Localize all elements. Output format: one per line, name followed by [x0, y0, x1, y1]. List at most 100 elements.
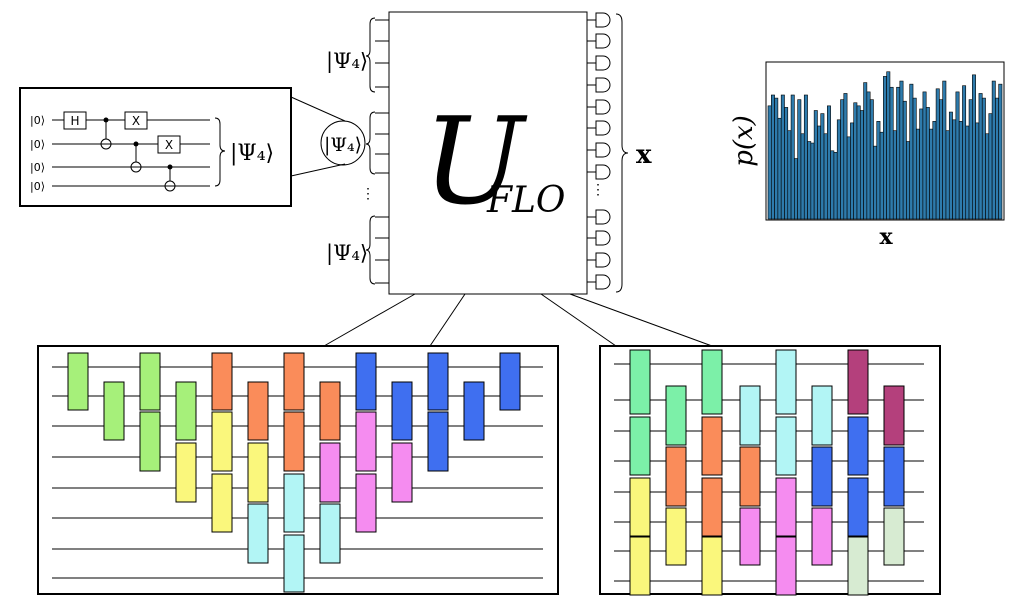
histogram-bar — [981, 97, 986, 220]
two-qubit-gate — [811, 385, 833, 446]
two-qubit-gate — [701, 477, 723, 537]
unitary-symbol: U — [423, 93, 528, 232]
histogram-bar — [902, 100, 907, 220]
histogram-bar — [787, 130, 792, 220]
gate-decomposition-right — [599, 345, 941, 596]
measurement-icon — [595, 77, 611, 93]
two-qubit-gate — [629, 477, 651, 537]
zoom-psi-label: |Ψ₄⟩ — [324, 134, 362, 156]
histogram-bar — [873, 145, 878, 220]
cnot-control — [167, 164, 173, 170]
two-qubit-gate — [775, 349, 797, 415]
histogram-bar — [774, 97, 779, 220]
two-qubit-gate — [427, 411, 449, 472]
two-qubit-gate — [665, 385, 687, 446]
two-qubit-gate — [67, 352, 89, 411]
two-qubit-gate — [139, 411, 161, 472]
histogram-bar — [942, 80, 947, 220]
two-qubit-gate — [319, 442, 341, 503]
output-ellipsis: ⋮ — [591, 182, 605, 198]
measurement-icon — [595, 55, 611, 71]
two-qubit-gate — [665, 507, 687, 566]
two-qubit-gate — [319, 381, 341, 441]
histogram-bar — [794, 158, 798, 220]
two-qubit-gate — [463, 381, 485, 441]
two-qubit-gate — [811, 446, 833, 507]
histogram-bar — [810, 142, 815, 220]
connector-3 — [540, 293, 617, 347]
two-qubit-gate — [211, 352, 233, 411]
two-qubit-gate — [391, 381, 413, 441]
two-qubit-gate — [739, 507, 761, 566]
zoom-circle — [320, 120, 366, 166]
histogram-bar — [952, 119, 957, 220]
histogram-bar — [925, 107, 930, 220]
zoom-line-top — [290, 96, 346, 122]
two-qubit-gate — [175, 442, 197, 503]
gate-x1-box — [124, 111, 148, 130]
two-qubit-gate — [701, 416, 723, 476]
two-qubit-gate — [775, 536, 797, 596]
two-qubit-gate — [283, 411, 305, 472]
histogram-bar — [958, 121, 963, 220]
histogram-bar — [869, 99, 874, 220]
histogram-xlabel: x — [879, 224, 893, 250]
histogram-bar — [790, 94, 795, 220]
two-qubit-gate — [701, 349, 723, 415]
histogram-bar — [886, 71, 891, 220]
histogram-bar — [827, 105, 831, 220]
two-qubit-gate — [499, 352, 521, 411]
histogram-bar — [995, 97, 1000, 220]
histogram-bar — [948, 111, 953, 220]
histogram-bar — [929, 128, 934, 220]
histogram-bar — [912, 97, 917, 220]
histogram-bar — [945, 130, 950, 220]
histogram-bar — [883, 76, 887, 220]
two-qubit-gate — [247, 442, 269, 503]
histogram-bar — [991, 80, 996, 220]
histogram-bar — [955, 91, 960, 220]
histogram-bar — [866, 91, 871, 220]
prep-ket: |0⟩ — [30, 161, 45, 174]
histogram-bar — [853, 102, 858, 220]
two-qubit-gate — [427, 352, 449, 411]
measurement-icon — [595, 12, 611, 28]
two-qubit-gate — [665, 446, 687, 507]
two-qubit-gate — [739, 446, 761, 507]
histogram-bar — [856, 105, 861, 220]
histogram-bar — [807, 141, 812, 220]
histogram-bar — [813, 110, 818, 220]
input-ellipsis: ⋮ — [361, 186, 375, 202]
histogram-bar — [830, 150, 835, 220]
histogram-bar — [777, 117, 782, 220]
two-qubit-gate — [391, 442, 413, 503]
two-qubit-gate — [847, 536, 869, 596]
two-qubit-gate — [629, 416, 651, 476]
histogram-bar — [972, 74, 976, 220]
histogram-bar — [909, 83, 914, 220]
histogram-bar — [968, 99, 973, 220]
histogram-bar — [800, 133, 805, 220]
connector-1 — [323, 293, 416, 347]
prep-ket: |0⟩ — [30, 180, 45, 193]
two-qubit-gate — [883, 507, 905, 566]
histogram-bar — [916, 128, 920, 220]
measurement-icon — [595, 164, 611, 180]
psi-brace-mid — [365, 111, 376, 175]
histogram-bar — [975, 122, 980, 220]
histogram-bar — [988, 113, 993, 220]
unitary-block: U FLO |Ψ₄⟩ |Ψ₄⟩ ⋮ ⋮ x — [326, 11, 652, 295]
two-qubit-gate — [211, 411, 233, 472]
histogram-bar — [939, 99, 943, 220]
gate-decomposition-left — [37, 345, 559, 595]
histogram-bar — [906, 141, 911, 220]
two-qubit-gate — [847, 477, 869, 537]
cnot-control — [103, 117, 109, 123]
two-qubit-gate — [883, 385, 905, 446]
histogram-bar — [932, 121, 937, 220]
two-qubit-gate — [175, 381, 197, 441]
measurement-icon — [595, 99, 611, 115]
histogram-bar — [820, 113, 825, 220]
histogram-bar — [767, 105, 772, 220]
measurement-icon — [595, 142, 611, 158]
